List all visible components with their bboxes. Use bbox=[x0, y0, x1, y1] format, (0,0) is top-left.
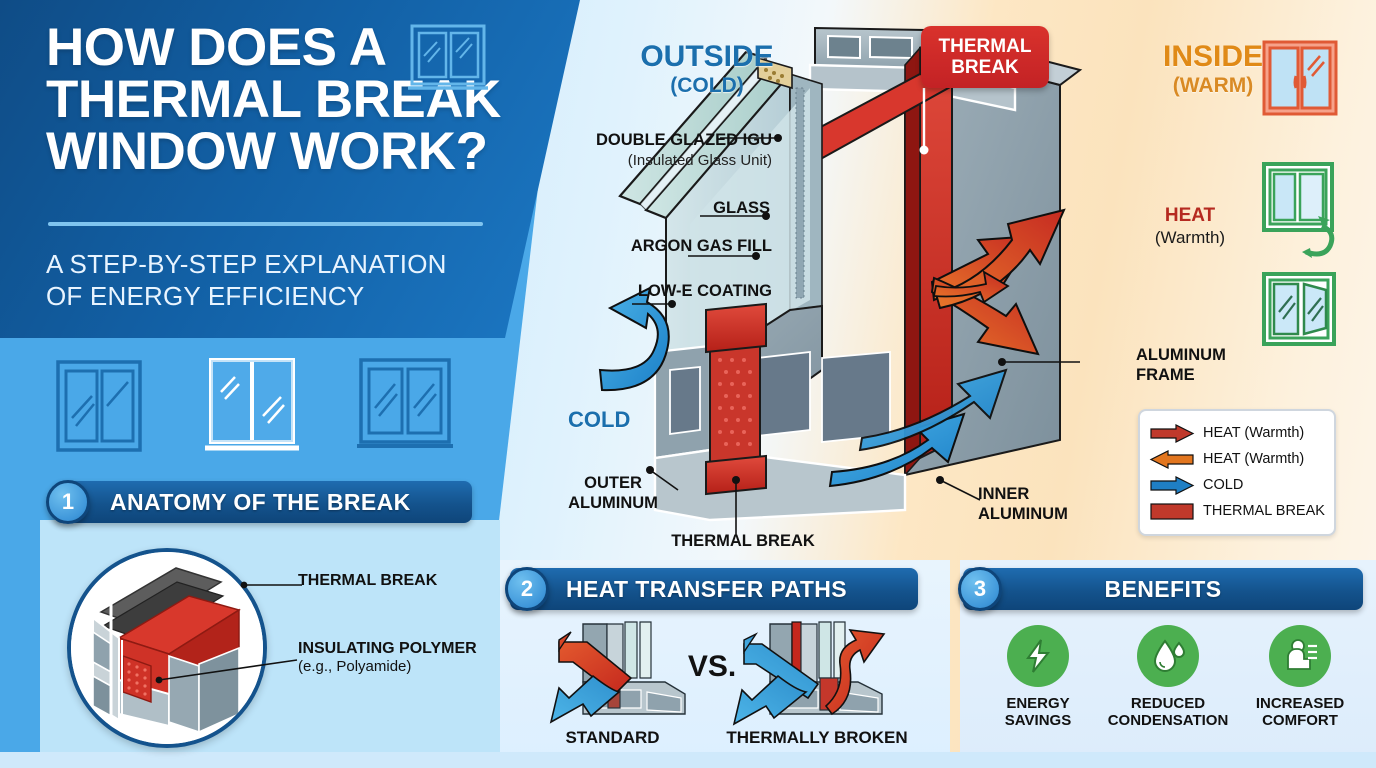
legend-label-1: HEAT (Warmth) bbox=[1203, 451, 1305, 467]
title-line-3: WINDOW WORK? bbox=[46, 121, 488, 181]
window-icon-green-airflow bbox=[1262, 162, 1348, 258]
callout-aluminum-frame: ALUMINUM FRAME bbox=[1136, 346, 1226, 384]
anatomy-label-thermal-break: THERMAL BREAK bbox=[298, 572, 438, 589]
window-icon-outline-2 bbox=[205, 354, 303, 460]
outside-label: OUTSIDE (COLD) bbox=[612, 40, 802, 97]
window-icon-outline-3 bbox=[357, 356, 455, 456]
sidebar-icon-row bbox=[52, 354, 455, 466]
anatomy-label-polymer-sub: (e.g., Polyamide) bbox=[298, 658, 412, 676]
benefit-2-line-2: COMFORT bbox=[1262, 712, 1338, 730]
callout-igu-label: DOUBLE GLAZED IGU bbox=[596, 131, 772, 149]
benefit-reduced-condensation: REDUCED CONDENSATION bbox=[1098, 625, 1238, 730]
anatomy-label-insulating-polymer: INSULATING POLYMER (e.g., Polyamide) bbox=[298, 640, 483, 677]
person-comfort-icon bbox=[1269, 625, 1331, 687]
anatomy-detail-image bbox=[67, 548, 267, 748]
legend-item-thermal-break: THERMAL BREAK bbox=[1150, 498, 1325, 524]
bolt-icon bbox=[1007, 625, 1069, 687]
callout-thermal-break: THERMAL BREAK bbox=[671, 532, 815, 550]
subtitle-line-2: OF ENERGY EFFICIENCY bbox=[46, 281, 365, 312]
callout-cold: COLD bbox=[568, 407, 631, 432]
callout-glass: GLASS bbox=[713, 199, 770, 217]
benefit-1-line-2: CONDENSATION bbox=[1107, 712, 1229, 730]
anatomy-leader-line-1 bbox=[240, 581, 302, 589]
tb-tag-line-2: BREAK bbox=[951, 57, 1019, 78]
benefit-increased-comfort: INCREASED COMFORT bbox=[1236, 625, 1364, 730]
benefit-energy-savings: ENERGY SAVINGS bbox=[978, 625, 1098, 730]
benefit-2-caption: INCREASED COMFORT bbox=[1236, 695, 1364, 730]
tb-tag-line-1: THERMAL bbox=[938, 35, 1032, 57]
anatomy-label-polymer-main: INSULATING POLYMER bbox=[298, 640, 477, 657]
benefit-1-line-1: REDUCED bbox=[1130, 695, 1206, 712]
window-icon bbox=[406, 22, 492, 100]
legend-item-heat-right: HEAT (Warmth) bbox=[1150, 420, 1324, 446]
benefit-0-caption: ENERGY SAVINGS bbox=[978, 695, 1098, 730]
inside-sub: (WARM) bbox=[1172, 74, 1254, 97]
thermal-break-tag: THERMAL BREAK bbox=[921, 26, 1049, 88]
step-2-header: HEAT TRANSFER PATHS bbox=[510, 568, 918, 610]
step-2-badge: 2 bbox=[505, 567, 549, 611]
step-3-header: BENEFITS bbox=[963, 568, 1363, 610]
standard-window-diagram bbox=[549, 621, 686, 724]
title-divider bbox=[48, 222, 483, 226]
arrow-right-blue-icon bbox=[1150, 475, 1195, 495]
outside-main: OUTSIDE bbox=[640, 40, 774, 73]
benefit-0-line-1: ENERGY bbox=[1006, 695, 1070, 712]
legend-item-heat-left: HEAT (Warmth) bbox=[1149, 446, 1324, 472]
legend-item-cold: COLD bbox=[1150, 472, 1324, 498]
callout-outer-aluminum: OUTER ALUMINUM bbox=[568, 474, 658, 512]
step-1-title: ANATOMY OF THE BREAK bbox=[110, 488, 411, 515]
vs-label: VS. bbox=[687, 650, 737, 683]
title-line-2: THERMAL BREAK bbox=[46, 69, 501, 129]
water-drop-icon bbox=[1137, 625, 1199, 687]
benefit-2-line-1: INCREASED bbox=[1255, 695, 1345, 712]
step-2-title: HEAT TRANSFER PATHS bbox=[566, 575, 848, 602]
arrow-right-red-icon bbox=[1150, 423, 1195, 443]
window-icon-orange bbox=[1262, 40, 1338, 116]
callout-inner-aluminum: INNER ALUMINUM bbox=[978, 485, 1068, 523]
thermally-broken-window-diagram bbox=[732, 621, 886, 726]
outside-sub: (COLD) bbox=[670, 74, 744, 97]
callout-double-glazed-igu: DOUBLE GLAZED IGU (Insulated Glass Unit) bbox=[572, 131, 772, 170]
bottom-band bbox=[0, 752, 1376, 768]
legend-label-2: COLD bbox=[1203, 477, 1244, 493]
caption-thermally-broken: THERMALLY BROKEN bbox=[726, 728, 908, 747]
heat-main: HEAT bbox=[1164, 205, 1216, 226]
heat-sub: (Warmth) bbox=[1154, 227, 1226, 247]
benefit-1-caption: REDUCED CONDENSATION bbox=[1098, 695, 1238, 730]
caption-standard: STANDARD bbox=[565, 728, 660, 747]
window-icon-outline-1 bbox=[52, 356, 146, 456]
page-title: HOW DOES A THERMAL BREAK WINDOW WORK? bbox=[46, 18, 516, 181]
heat-label: HEAT (Warmth) bbox=[1135, 205, 1245, 248]
step-3-title: BENEFITS bbox=[1104, 575, 1222, 602]
legend-label-0: HEAT (Warmth) bbox=[1203, 425, 1305, 441]
callout-argon-gas-fill: ARGON GAS FILL bbox=[630, 237, 772, 255]
block-red-icon bbox=[1150, 502, 1194, 520]
window-cross-section-diagram bbox=[598, 26, 1083, 535]
arrow-left-orange-icon bbox=[1149, 449, 1194, 469]
step-3-badge: 3 bbox=[958, 567, 1002, 611]
title-line-1: HOW DOES A bbox=[46, 18, 387, 77]
inside-label: INSIDE (WARM) bbox=[1128, 40, 1298, 97]
step-1-header: ANATOMY OF THE BREAK bbox=[54, 481, 472, 523]
subtitle-line-1: A STEP-BY-STEP EXPLANATION bbox=[46, 249, 447, 279]
page-subtitle: A STEP-BY-STEP EXPLANATION OF ENERGY EFF… bbox=[46, 248, 506, 312]
callout-igu-sub: (Insulated Glass Unit) bbox=[627, 151, 772, 169]
window-icon-green-open bbox=[1262, 272, 1340, 348]
inside-main: INSIDE bbox=[1162, 40, 1264, 73]
benefit-0-line-2: SAVINGS bbox=[1004, 712, 1072, 730]
step-1-badge: 1 bbox=[46, 480, 90, 524]
anatomy-leader-line-2 bbox=[155, 659, 298, 684]
legend: HEAT (Warmth) HEAT (Warmth) COLD THERMAL… bbox=[1138, 409, 1336, 536]
callout-low-e-coating: LOW-E COATING bbox=[637, 282, 772, 300]
legend-label-3: THERMAL BREAK bbox=[1203, 503, 1325, 519]
